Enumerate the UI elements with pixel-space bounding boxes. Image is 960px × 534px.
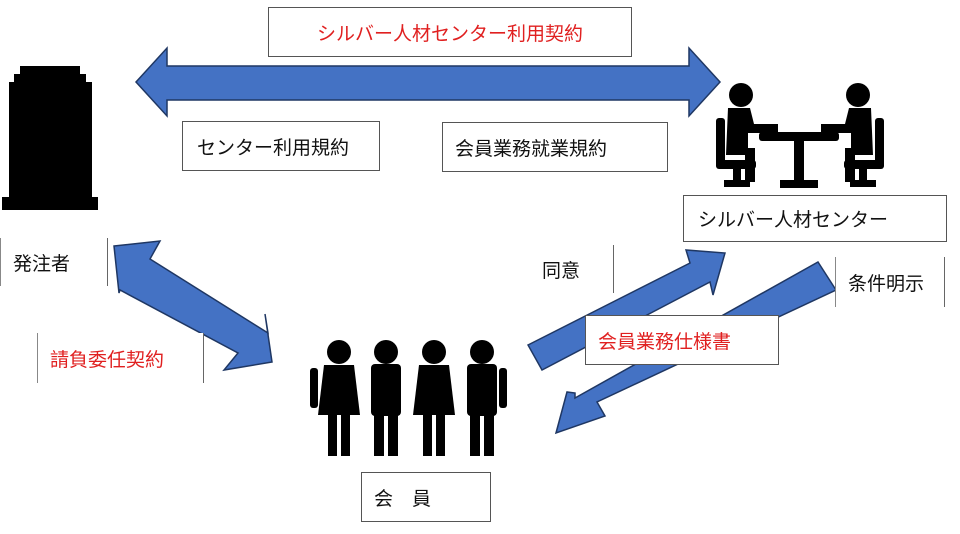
arrow-consent bbox=[526, 249, 726, 372]
label-text: シルバー人材センター bbox=[698, 209, 889, 231]
label-text: 条件明示 bbox=[848, 272, 925, 295]
label-conditions: 条件明示 bbox=[835, 257, 945, 307]
label-member-work-rules: 会員業務就業規約 bbox=[442, 122, 668, 172]
label-client: 発注者 bbox=[0, 238, 108, 286]
label-contract-client-member: 請負委任契約 bbox=[37, 333, 204, 383]
label-text: 会員業務就業規約 bbox=[455, 137, 608, 160]
label-text: 会 員 bbox=[374, 487, 432, 510]
arrow-client-center bbox=[134, 46, 722, 118]
label-text: 同意 bbox=[542, 259, 581, 282]
arrow-client-members bbox=[113, 240, 273, 372]
label-members: 会 員 bbox=[361, 472, 491, 522]
label-consent: 同意 bbox=[530, 245, 614, 293]
meeting-table-icon bbox=[716, 83, 884, 188]
label-center-usage-contract: シルバー人材センター利用契約 bbox=[268, 7, 632, 57]
label-text: シルバー人材センター利用契約 bbox=[316, 22, 583, 45]
building-icon bbox=[2, 66, 98, 210]
label-text: 発注者 bbox=[13, 252, 71, 275]
label-member-work-spec: 会員業務仕様書 bbox=[585, 315, 779, 365]
label-silver-center: シルバー人材センター bbox=[683, 195, 947, 242]
label-text: 請負委任契約 bbox=[50, 348, 165, 371]
label-text: センター利用規約 bbox=[197, 136, 350, 159]
group-of-people-icon bbox=[310, 340, 507, 456]
label-text: 会員業務仕様書 bbox=[598, 330, 732, 353]
label-center-usage-rules: センター利用規約 bbox=[182, 121, 380, 171]
